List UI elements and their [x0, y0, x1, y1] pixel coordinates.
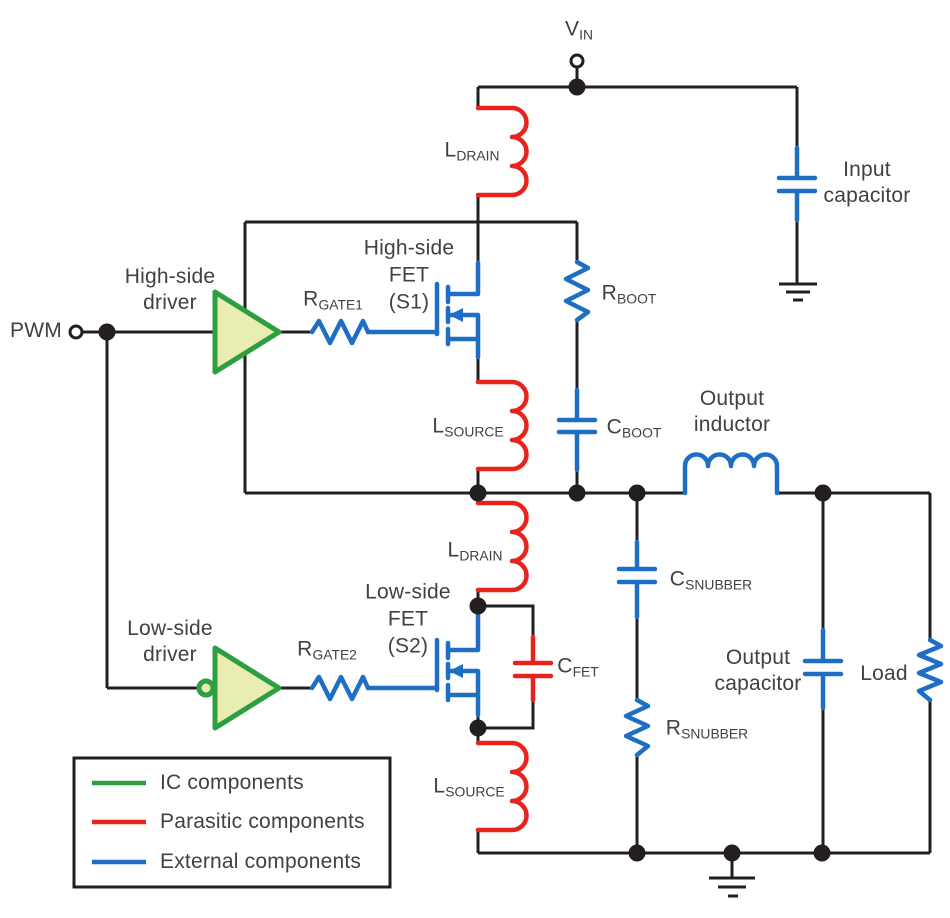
junction-gnd-1 [628, 844, 646, 862]
load-label: Load [860, 662, 908, 685]
capacitor-input [776, 145, 818, 223]
resistor-load [916, 637, 944, 703]
junction-output-node [814, 484, 832, 502]
legend-item-external: External components [160, 850, 362, 873]
r-snubber-label: RSNUBBER [665, 716, 749, 742]
r-gate1-label: RGATE1 [303, 287, 363, 313]
r-boot-label: RBOOT [601, 281, 657, 307]
inductor-l-drain-mid [475, 500, 529, 593]
inductor-l-source-top [475, 379, 529, 472]
resistor-r-snubber [623, 697, 651, 758]
mosfet-ls-body-arrow [449, 664, 463, 678]
ground-bottom-symbol [709, 853, 755, 898]
inductor-output [682, 452, 780, 496]
wire-boot-rail [243, 220, 577, 493]
junction-gnd-3 [813, 844, 831, 862]
low-side-driver-invert-bubble [196, 678, 216, 698]
legend-item-ic: IC components [160, 771, 304, 794]
legend-item-parasitic: Parasitic components [160, 810, 365, 833]
wire-top-rail [476, 68, 797, 108]
junction-ls-source [469, 719, 487, 737]
pwm-label: PWM [10, 319, 62, 342]
capacitor-output [802, 627, 844, 711]
inductor-l-drain-top [475, 105, 529, 198]
r-gate2-label: RGATE2 [297, 637, 357, 663]
junction-pwm [98, 323, 116, 341]
wire-cfet-loop [478, 604, 535, 730]
ground-input-symbol [779, 282, 817, 302]
junction-gnd-2 [723, 844, 741, 862]
c-fet-label: CFET [557, 654, 599, 680]
low-side-driver-triangle [212, 645, 282, 731]
c-boot-label: CBOOT [606, 415, 662, 441]
l-drain-top-label: LDRAIN [444, 138, 500, 164]
resistor-r-boot [563, 259, 591, 323]
capacitor-c-fet [512, 634, 554, 703]
junction-vin [568, 78, 586, 96]
l-source-top-label: LSOURCE [432, 414, 504, 440]
vin-label: VIN [564, 17, 594, 43]
junction-switch-3 [628, 484, 646, 502]
high-side-driver-triangle [212, 289, 282, 375]
c-snubber-label: CSNUBBER [669, 567, 753, 593]
vin-terminal [569, 53, 585, 69]
junction-switch-1 [469, 484, 487, 502]
capacitor-c-snubber [616, 539, 658, 620]
junction-switch-2 [568, 484, 586, 502]
inductor-l-source-bottom [475, 740, 529, 833]
capacitor-c-boot [556, 387, 598, 473]
l-source-bottom-label: LSOURCE [433, 774, 505, 800]
resistor-r-gate2 [309, 674, 371, 702]
resistor-r-gate1 [309, 318, 371, 346]
l-drain-mid-label: LDRAIN [447, 538, 503, 564]
pwm-terminal [68, 324, 84, 340]
junction-ls-drain [469, 597, 487, 615]
mosfet-hs-body-arrow [449, 308, 463, 322]
